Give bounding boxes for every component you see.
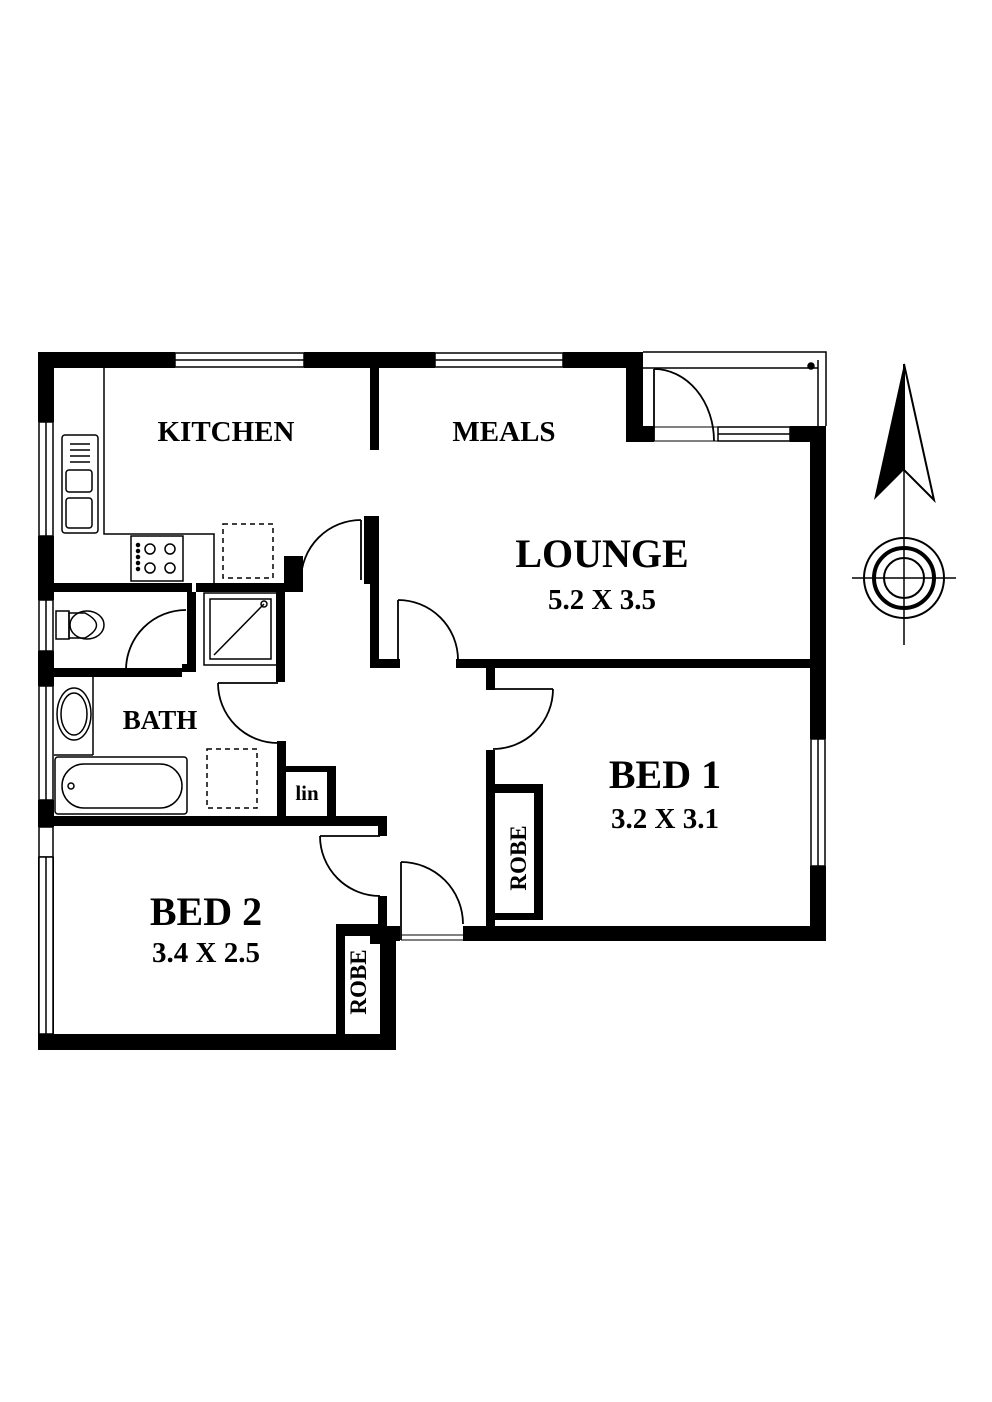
room-label-bed1: BED 1: [609, 752, 721, 797]
room-size-lounge: 5.2 X 3.5: [548, 584, 656, 616]
cooktop: [130, 535, 184, 582]
basin-icon: [56, 687, 92, 741]
room-size-bed2: 3.4 X 2.5: [152, 937, 260, 969]
doors: [125, 368, 719, 941]
room-label-bath: BATH: [123, 705, 198, 735]
interior-walls: [54, 368, 810, 1034]
room-size-bed1: 3.2 X 3.1: [611, 803, 719, 835]
window-bed2: [38, 826, 54, 858]
room-label-linen: lin: [295, 781, 319, 805]
room-label-robe1: ROBE: [506, 825, 531, 890]
room-label-kitchen: KITCHEN: [158, 416, 295, 448]
north-arrow-icon: [852, 363, 956, 645]
fridge-space: [222, 523, 274, 579]
bath-fixtures: [54, 677, 258, 815]
room-label-bed2: BED 2: [150, 889, 262, 934]
room-label-meals: MEALS: [452, 416, 555, 448]
windows: [38, 352, 826, 1035]
porch: [643, 351, 827, 426]
shower-icon: [203, 592, 278, 666]
kitchen-sink: [61, 434, 99, 534]
bathtub-icon: [54, 756, 188, 815]
room-label-lounge: LOUNGE: [515, 531, 688, 576]
toilet-icon: [55, 610, 105, 640]
kitchen-fixtures: [61, 368, 274, 583]
washer-space: [206, 748, 258, 809]
room-label-robe2: ROBE: [346, 949, 371, 1014]
